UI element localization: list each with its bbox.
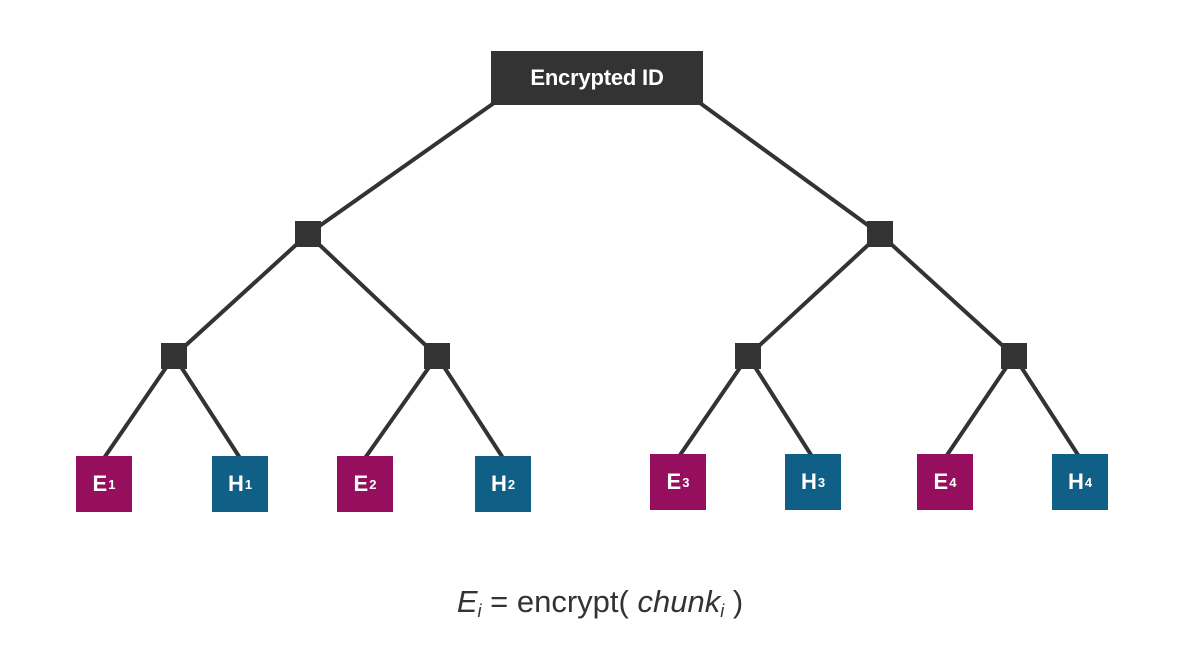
encryption-formula: Ei = encrypt( chunki ) [0, 584, 1200, 622]
edge-left-lr [306, 232, 439, 358]
formula-arg: chunki [637, 584, 725, 621]
leaf-letter: E [92, 471, 108, 496]
leaf-letter: E [933, 469, 949, 494]
edge-ll-e1 [102, 354, 176, 460]
leaf-letter: E [353, 471, 369, 496]
leaf-index: 2 [507, 476, 516, 492]
junction-node-right [867, 221, 893, 247]
edge-rr-h4 [1012, 354, 1082, 460]
formula-equals-func: = encrypt( [481, 584, 638, 619]
edge-ll-h1 [172, 354, 242, 460]
leaf-index: 4 [949, 474, 957, 490]
edge-rl-h3 [746, 354, 815, 460]
edge-right-rr [878, 232, 1016, 358]
formula-arg-var: chunk [637, 584, 721, 619]
leaf-index: 3 [682, 474, 690, 490]
leaf-index: 2 [369, 476, 377, 492]
formula-lhs-sub: i [477, 601, 482, 621]
formula-lhs: Ei [456, 584, 482, 621]
root-node-encrypted-id: Encrypted ID [491, 51, 703, 105]
formula-lhs-var: E [456, 584, 478, 619]
leaf-letter: H [1067, 469, 1084, 494]
formula-arg-sub: i [720, 601, 725, 621]
formula-close: ) [724, 584, 744, 619]
leaf-letter: E [666, 469, 682, 494]
edge-left-ll [172, 232, 310, 358]
leaf-letter: H [800, 469, 817, 494]
edge-lr-e2 [363, 354, 439, 460]
junction-node-left-right [424, 343, 450, 369]
leaf-letter: H [490, 471, 507, 496]
edge-root-left [306, 101, 496, 236]
leaf-index: 1 [244, 476, 253, 492]
edge-rr-e4 [943, 354, 1016, 460]
edge-lr-h2 [435, 354, 505, 460]
leaf-index: 4 [1084, 474, 1093, 490]
leaf-index: 1 [108, 476, 116, 492]
junction-node-right-left [735, 343, 761, 369]
junction-node-right-right [1001, 343, 1027, 369]
edge-rl-e3 [676, 354, 750, 460]
leaf-index: 3 [817, 474, 826, 490]
edge-root-right [698, 101, 882, 236]
root-node-label: Encrypted ID [530, 65, 664, 90]
leaf-letter: H [227, 471, 244, 496]
edge-right-rl [746, 232, 882, 358]
junction-node-left-left [161, 343, 187, 369]
junction-node-left [295, 221, 321, 247]
